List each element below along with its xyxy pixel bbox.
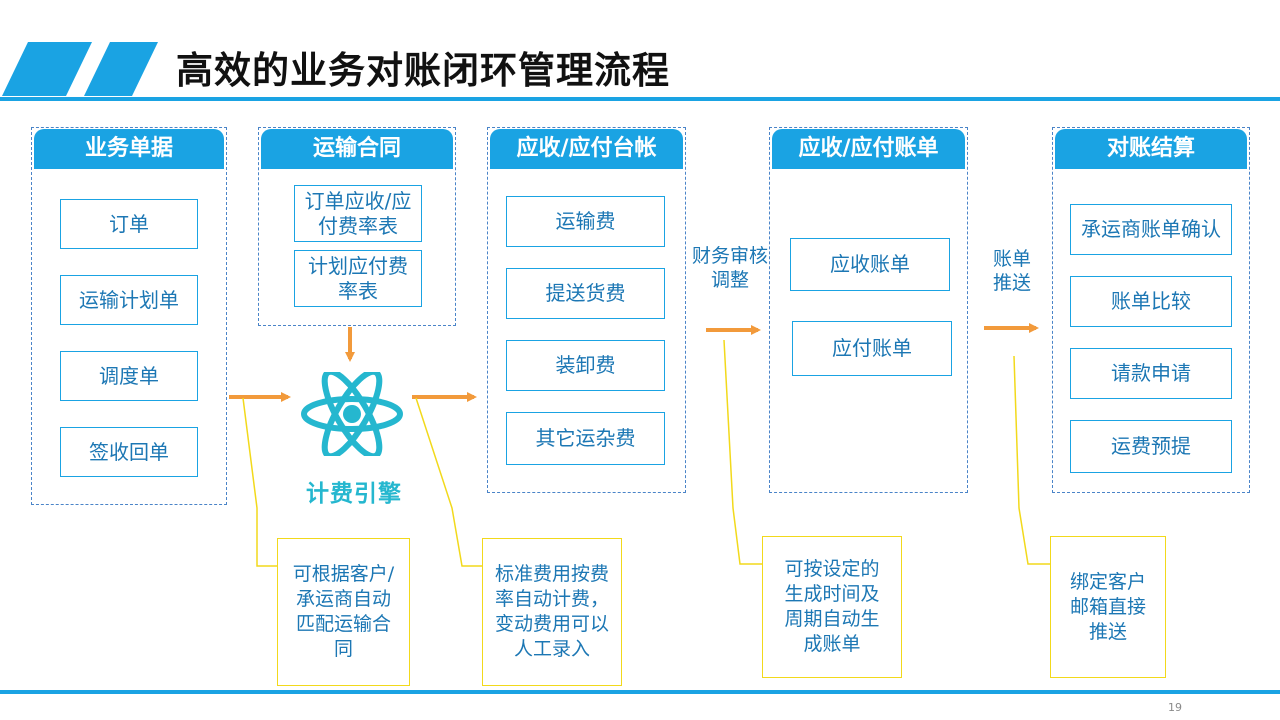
item-freight-accrual: 运费预提 — [1070, 420, 1232, 473]
engine-label: 计费引擎 — [306, 481, 402, 507]
column-business-docs — [31, 127, 227, 505]
item-carrier-bill-confirm: 承运商账单确认 — [1070, 204, 1232, 255]
note-contract-match: 可根据客户/承运商自动匹配运输合同 — [277, 538, 410, 686]
note-auto-billing: 标准费用按费率自动计费，变动费用可以人工录入 — [482, 538, 622, 686]
note-email-push: 绑定客户邮箱直接推送 — [1050, 536, 1166, 678]
item-loading-fee: 装卸费 — [506, 340, 665, 391]
item-other-fee: 其它运杂费 — [506, 412, 665, 465]
item-receipt: 签收回单 — [60, 427, 198, 477]
column-header: 对账结算 — [1055, 129, 1247, 169]
note-auto-bill-generation: 可按设定的生成时间及周期自动生成账单 — [762, 536, 902, 678]
column-header: 应收/应付账单 — [772, 129, 965, 169]
item-pickup-delivery-fee: 提送货费 — [506, 268, 665, 319]
atom-icon — [301, 372, 403, 456]
item-bill-compare: 账单比较 — [1070, 276, 1232, 327]
callout-line-1 — [242, 397, 277, 567]
column-header: 业务单据 — [34, 129, 224, 169]
step-label-bill-push: 账单推送 — [992, 248, 1031, 294]
item-receivable-bill: 应收账单 — [790, 238, 950, 291]
page-number: 19 — [1168, 701, 1182, 714]
page-title: 高效的业务对账闭环管理流程 — [176, 49, 670, 92]
item-order-rate-table: 订单应收/应付费率表 — [294, 185, 422, 242]
item-plan-rate-table: 计划应付费率表 — [294, 250, 422, 307]
title-underline — [0, 97, 1280, 101]
callout-line-3 — [723, 339, 762, 565]
callout-line-4 — [1013, 355, 1050, 565]
column-header: 应收/应付台帐 — [490, 129, 683, 169]
item-transport-fee: 运输费 — [506, 196, 665, 247]
item-payment-request: 请款申请 — [1070, 348, 1232, 399]
title-decoration — [2, 42, 158, 96]
footer-line — [0, 690, 1280, 694]
column-settlement — [1052, 127, 1250, 493]
column-header: 运输合同 — [261, 129, 453, 169]
column-transport-contract — [258, 127, 456, 326]
column-bills — [769, 127, 968, 493]
callout-line-2 — [415, 397, 482, 567]
item-payable-bill: 应付账单 — [792, 321, 952, 376]
item-order: 订单 — [60, 199, 198, 249]
step-label-finance-review: 财务审核调整 — [691, 245, 768, 291]
item-dispatch: 调度单 — [60, 351, 198, 401]
column-ledger — [487, 127, 686, 493]
item-transport-plan: 运输计划单 — [60, 275, 198, 325]
